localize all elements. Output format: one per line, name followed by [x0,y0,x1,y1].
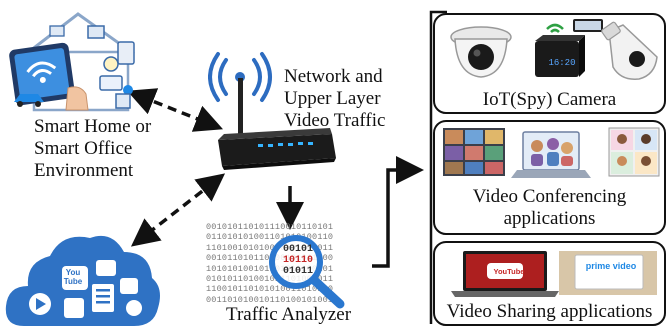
clock-readout: 16:20 [548,58,576,68]
binary-row: 001101010010110100101001 [206,294,334,305]
binary-row: 101010100101101011100101 [206,263,334,274]
panel-iot-camera-label: IoT(Spy) Camera [482,89,617,110]
smart-home-label-line-3: Environment [34,160,134,181]
router-label: Network and Upper Layer Video Traffic [284,66,385,132]
video-conferencing-images [443,127,660,178]
panel-video-conferencing-label-line-1: Video Conferencing [472,186,627,207]
prime-video-logo: prime video [585,261,637,271]
binary-row: 001010110101110010110101 [206,222,334,232]
iot-camera-images [450,19,658,80]
router-label-line-2: Upper Layer [284,88,381,109]
highlight-row: 01011 [282,266,313,277]
smart-home-label-line-1: Smart Home or [34,116,152,137]
panel-bracket [429,10,447,324]
binary-row: 010101101001011101001011 [206,274,334,285]
highlight-row: 00101 [282,244,313,255]
cloud-apps-icon [5,235,161,326]
router-label-line-3: Video Traffic [284,110,386,131]
arrow-analyzer-bracket [372,156,424,268]
smart-home-illustration [9,12,135,112]
analyzer-label: Traffic Analyzer [226,304,352,325]
router-icon [218,78,336,170]
panel-video-sharing: YouTube prime video Video Sharing applic… [433,241,666,326]
youtube-cloud-logo: You Tube [63,268,83,286]
router-label-line-1: Network and [284,66,383,87]
panel-video-conferencing-label-line-2: applications [503,208,596,229]
youtube-laptop-logo: YouTube [493,267,525,276]
smart-home-label: Smart Home or Smart Office Environment [34,116,151,182]
binary-row: 011010101001101010100110 [206,232,334,243]
video-sharing-images [451,251,657,297]
panel-video-conferencing-label: Video Conferencing applications [435,186,664,230]
panel-video-conferencing: Video Conferencing applications [433,120,666,235]
smart-home-label-line-2: Smart Office [34,138,133,159]
arrow-router-smarthome [127,88,223,132]
magnifier-highlight: 00101 10110 01011 [276,244,320,277]
arrow-router-cloud [130,173,226,247]
panel-video-sharing-label: Video Sharing applications [446,301,653,322]
binary-row: 110100101010010101101011 [206,242,334,253]
magnifier-icon [269,235,345,309]
panel-iot-camera: 16:20 IoT(Spy) Camera [433,13,666,114]
binary-row: 110010110101010011010110 [206,284,334,295]
highlight-row: 10110 [282,255,313,266]
